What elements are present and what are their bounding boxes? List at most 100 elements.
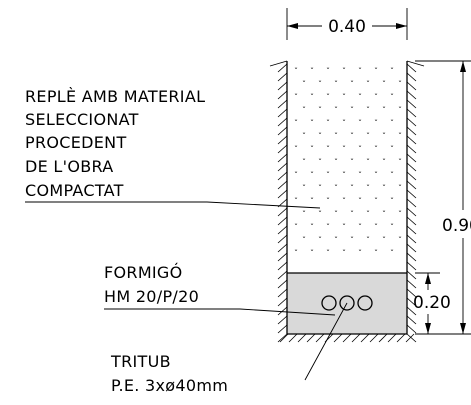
svg-text:ˇ: ˇ [302,131,306,141]
svg-text:ˇ: ˇ [350,105,354,115]
svg-text:DE L'OBRA: DE L'OBRA [25,157,114,176]
svg-text:ˇ: ˇ [326,118,330,128]
svg-text:ˇ: ˇ [390,144,394,154]
svg-text:ˇ: ˇ [326,170,330,180]
svg-text:ˇ: ˇ [326,222,330,232]
svg-text:ˇ: ˇ [374,196,378,206]
svg-text:ˇ: ˇ [326,66,330,76]
svg-text:ˇ: ˇ [294,118,298,128]
svg-text:ˇ: ˇ [350,235,354,245]
total-depth-value: 0.90 [442,216,471,236]
ground-hatch-right [406,60,425,343]
svg-text:ˇ: ˇ [390,66,394,76]
svg-text:ˇ: ˇ [382,209,386,219]
depth-dimension [415,60,471,335]
svg-text:ˇ: ˇ [334,79,338,89]
svg-text:ˇ: ˇ [350,79,354,89]
svg-text:ˇ: ˇ [326,196,330,206]
svg-text:ˇ: ˇ [342,144,346,154]
svg-text:ˇ: ˇ [294,92,298,102]
svg-text:ˇ: ˇ [318,183,322,193]
svg-text:ˇ: ˇ [382,157,386,167]
svg-text:ˇ: ˇ [382,105,386,115]
svg-text:ˇ: ˇ [350,183,354,193]
backfill-leader [25,201,321,209]
svg-text:ˇ: ˇ [398,79,402,89]
svg-text:ˇ: ˇ [366,131,370,141]
svg-text:ˇ: ˇ [374,92,378,102]
svg-text:FORMIGÓ: FORMIGÓ [104,263,183,282]
svg-text:ˇ: ˇ [310,144,314,154]
svg-text:ˇ: ˇ [374,118,378,128]
svg-text:ˇ: ˇ [310,222,314,232]
svg-text:ˇ: ˇ [366,235,370,245]
svg-text:ˇ: ˇ [366,183,370,193]
svg-text:ˇ: ˇ [294,248,298,258]
svg-text:ˇ: ˇ [318,209,322,219]
svg-text:ˇ: ˇ [334,157,338,167]
svg-text:SELECCIONAT: SELECCIONAT [25,110,139,129]
svg-text:ˇ: ˇ [358,92,362,102]
svg-text:ˇ: ˇ [294,222,298,232]
svg-text:COMPACTAT: COMPACTAT [25,181,124,200]
concrete-leader [104,308,336,316]
svg-text:ˇ: ˇ [398,157,402,167]
svg-text:ˇ: ˇ [366,105,370,115]
svg-text:ˇ: ˇ [334,131,338,141]
svg-text:ˇ: ˇ [390,118,394,128]
svg-text:ˇ: ˇ [350,157,354,167]
svg-text:ˇ: ˇ [374,66,378,76]
svg-text:ˇ: ˇ [358,248,362,258]
svg-text:ˇ: ˇ [318,157,322,167]
svg-text:ˇ: ˇ [374,144,378,154]
conduit-label: TRITUB P.E. 3xø40mm [110,352,228,395]
svg-text:ˇ: ˇ [310,66,314,76]
svg-text:ˇ: ˇ [398,131,402,141]
svg-text:ˇ: ˇ [366,209,370,219]
svg-text:ˇ: ˇ [358,170,362,180]
svg-text:ˇ: ˇ [294,196,298,206]
svg-text:ˇ: ˇ [334,105,338,115]
svg-text:ˇ: ˇ [310,248,314,258]
svg-text:ˇ: ˇ [294,170,298,180]
conduit-tubes [321,295,373,311]
svg-text:ˇ: ˇ [350,209,354,219]
svg-text:ˇ: ˇ [302,183,306,193]
svg-text:ˇ: ˇ [318,235,322,245]
svg-text:ˇ: ˇ [382,235,386,245]
svg-text:ˇ: ˇ [302,209,306,219]
svg-text:ˇ: ˇ [390,248,394,258]
svg-text:ˇ: ˇ [310,118,314,128]
svg-text:ˇ: ˇ [310,170,314,180]
svg-text:ˇ: ˇ [302,79,306,89]
svg-text:ˇ: ˇ [342,66,346,76]
svg-text:ˇ: ˇ [334,235,338,245]
ground-hatch-bottom [279,333,415,343]
svg-text:ˇ: ˇ [382,131,386,141]
svg-text:ˇ: ˇ [358,118,362,128]
width-value: 0.40 [328,17,366,37]
svg-text:ˇ: ˇ [398,183,402,193]
svg-text:ˇ: ˇ [382,79,386,89]
svg-text:ˇ: ˇ [310,92,314,102]
concrete-label: FORMIGÓ HM 20/P/20 [104,263,199,306]
svg-text:ˇ: ˇ [326,248,330,258]
svg-text:P.E. 3xø40mm: P.E. 3xø40mm [111,376,228,395]
concrete-depth-value: 0.20 [413,293,451,313]
svg-text:ˇ: ˇ [358,144,362,154]
svg-text:ˇ: ˇ [350,131,354,141]
svg-text:ˇ: ˇ [326,92,330,102]
svg-text:ˇ: ˇ [374,248,378,258]
svg-text:ˇ: ˇ [374,170,378,180]
svg-text:ˇ: ˇ [358,196,362,206]
svg-text:ˇ: ˇ [382,183,386,193]
conduit-leader [304,302,348,381]
svg-text:ˇ: ˇ [318,105,322,115]
svg-text:ˇ: ˇ [302,235,306,245]
svg-text:ˇ: ˇ [318,131,322,141]
svg-text:ˇ: ˇ [398,105,402,115]
svg-text:ˇ: ˇ [390,196,394,206]
svg-text:ˇ: ˇ [342,170,346,180]
